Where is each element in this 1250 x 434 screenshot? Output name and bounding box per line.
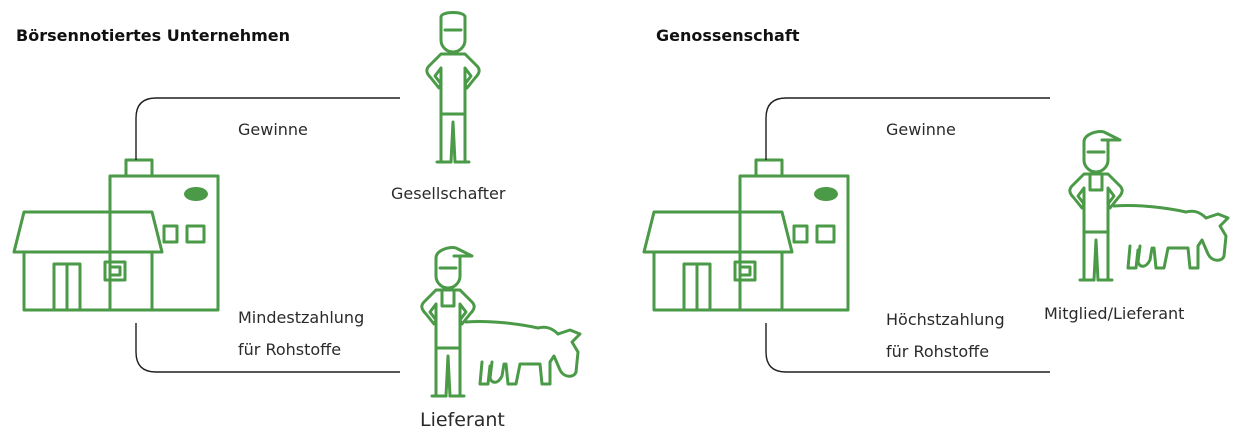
left-top-party-label: Gesellschafter xyxy=(391,184,506,203)
left-top-flow-label: Gewinne xyxy=(238,120,308,139)
right-bottom-flow-line xyxy=(765,323,1050,373)
right-top-flow-line xyxy=(765,97,1050,160)
right-title: Genossenschaft xyxy=(656,26,800,45)
right-factory-icon xyxy=(642,158,850,312)
shareholder-icon xyxy=(425,11,481,164)
left-bottom-flow-label-1: Mindestzahlung xyxy=(238,308,365,327)
left-top-flow-line xyxy=(135,97,400,160)
right-party-label: Mitglied/Lieferant xyxy=(1044,304,1185,323)
left-bottom-flow-line xyxy=(135,323,400,373)
left-bottom-party-label: Lieferant xyxy=(420,409,505,431)
right-top-flow-label: Gewinne xyxy=(886,120,956,139)
right-bottom-flow-label-1: Höchstzahlung xyxy=(886,310,1005,329)
left-factory-icon xyxy=(12,158,220,312)
left-farmer-with-cow-icon xyxy=(420,245,582,398)
left-bottom-flow-label-2: für Rohstoffe xyxy=(238,340,342,359)
right-farmer-with-cow-icon xyxy=(1068,129,1230,282)
right-bottom-flow-label-2: für Rohstoffe xyxy=(886,342,990,361)
left-title: Börsennotiertes Unternehmen xyxy=(16,26,291,45)
